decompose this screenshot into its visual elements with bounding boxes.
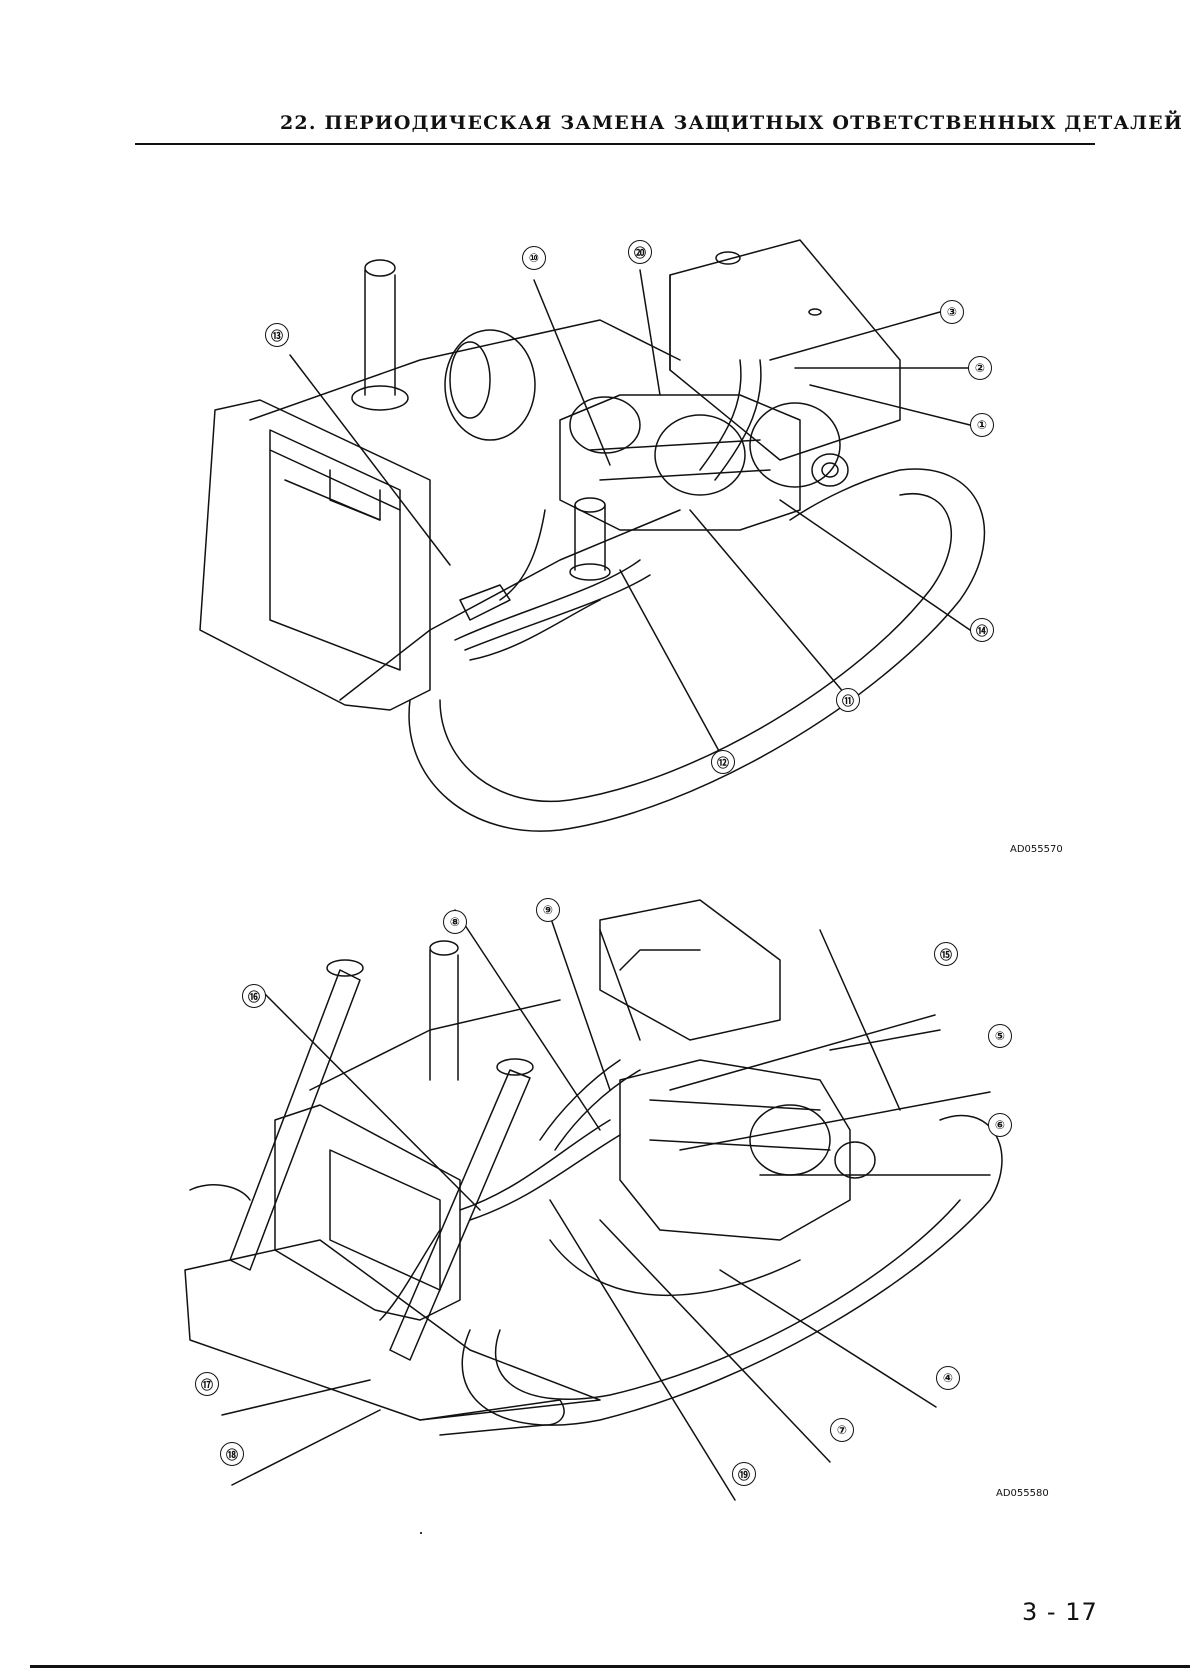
bottom-rule: [30, 1665, 1190, 1668]
callout-4: ④: [936, 1366, 960, 1390]
callout-1: ①: [970, 413, 994, 437]
callout-15: ⑮: [934, 942, 958, 966]
scan-speck: [420, 1532, 422, 1534]
callout-11: ⑪: [836, 688, 860, 712]
callout-14: ⑭: [970, 618, 994, 642]
figure-bottom-code: AD055580: [996, 1488, 1049, 1499]
callout-16: ⑯: [242, 984, 266, 1008]
page-header-title: 22. ПЕРИОДИЧЕСКАЯ ЗАМЕНА ЗАЩИТНЫХ ОТВЕТС…: [280, 112, 1080, 134]
figure-top-drawing: [0, 180, 1190, 880]
page-number: 3 - 17: [1022, 1598, 1098, 1626]
callout-10: ⑩: [522, 246, 546, 270]
callout-3: ③: [940, 300, 964, 324]
callout-8: ⑧: [443, 910, 467, 934]
header-rule: [135, 143, 1095, 145]
callout-7: ⑦: [830, 1418, 854, 1442]
callout-12: ⑫: [711, 750, 735, 774]
callout-2: ②: [968, 356, 992, 380]
callout-17: ⑰: [195, 1372, 219, 1396]
figure-top-bulldozer: ⑩ ⑳ ⑬ ③ ② ① ⑭ ⑪ ⑫ AD055570: [0, 180, 1190, 880]
figure-top-code: AD055570: [1010, 844, 1063, 855]
callout-6: ⑥: [988, 1113, 1012, 1137]
callout-19: ⑲: [732, 1462, 756, 1486]
callout-20: ⑳: [628, 240, 652, 264]
callout-9: ⑨: [536, 898, 560, 922]
callout-13: ⑬: [265, 323, 289, 347]
callout-5: ⑤: [988, 1024, 1012, 1048]
figure-bottom-drawing: [0, 880, 1190, 1520]
figure-bottom-bulldozer: ⑧ ⑨ ⑯ ⑮ ⑤ ⑥ ④ ⑦ ⑲ ⑰ ⑱ AD055580: [0, 880, 1190, 1520]
callout-18: ⑱: [220, 1442, 244, 1466]
